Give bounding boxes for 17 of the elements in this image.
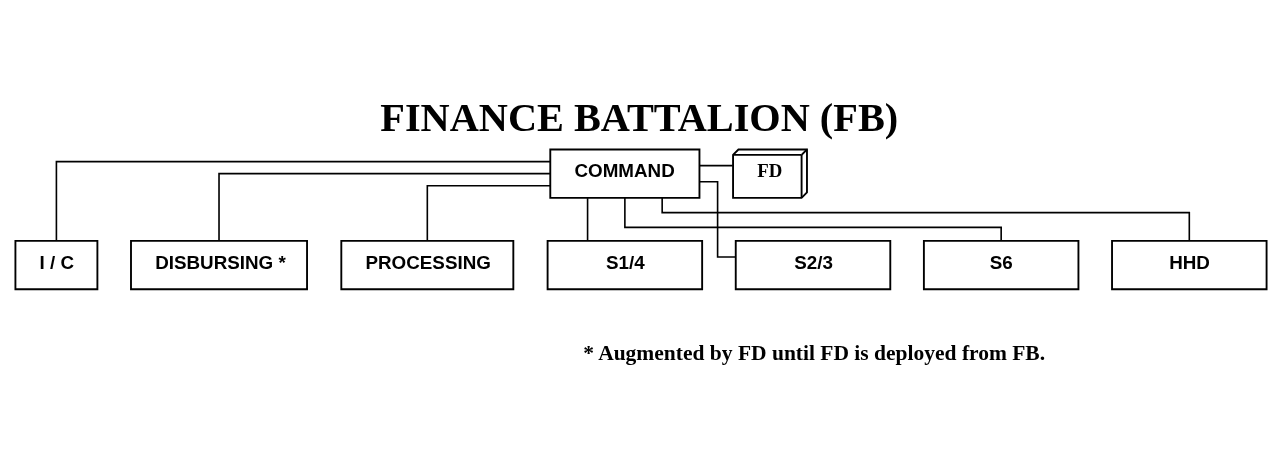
node-box: COMMAND	[549, 148, 701, 199]
node-box: PROCESSING	[340, 239, 515, 290]
node-box: S2/3	[734, 239, 892, 290]
node-box: S1/4	[546, 239, 704, 290]
node-box: S6	[922, 239, 1080, 290]
label: * Augmented by FD until FD is deployed from FB.	[583, 340, 1046, 365]
connector	[624, 196, 1002, 241]
connector	[55, 160, 551, 241]
diagram-title: FINANCE BATTALION (FB)	[380, 94, 899, 140]
connector	[218, 172, 551, 241]
node-box: DISBURSING *	[130, 239, 308, 290]
connector	[698, 164, 734, 166]
connector	[661, 196, 1191, 241]
node-box: HHD	[1111, 239, 1268, 290]
connector	[426, 184, 551, 242]
node-box: I / C	[14, 239, 99, 290]
connector	[586, 196, 589, 241]
